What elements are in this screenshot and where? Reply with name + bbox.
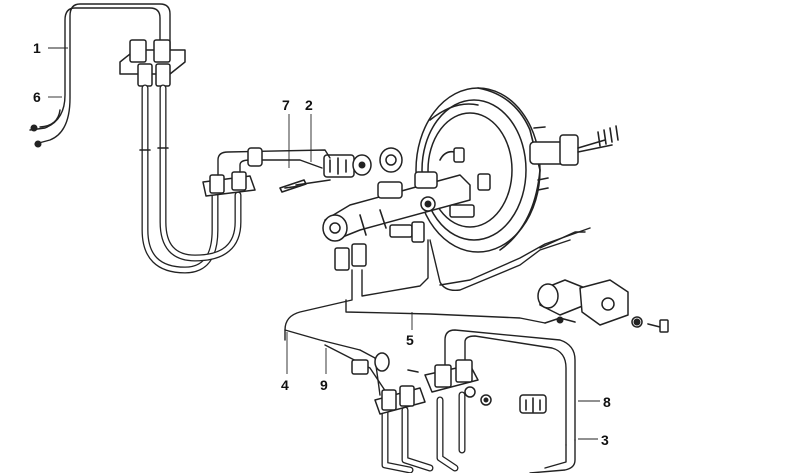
pressure-regulator xyxy=(537,279,669,333)
brake-booster xyxy=(415,87,619,253)
master-cylinder xyxy=(322,171,471,242)
brake-pipes-7-2 xyxy=(217,147,331,193)
callout-6: 6 xyxy=(33,89,41,105)
brake-pipes-lower xyxy=(284,204,591,351)
leader-lines xyxy=(48,47,600,440)
hose-bracket-upper xyxy=(119,39,186,87)
callout-5: 5 xyxy=(406,332,414,348)
hose-bracket-lower xyxy=(351,352,547,415)
flex-hoses-left xyxy=(139,84,242,274)
callout-2: 2 xyxy=(305,97,313,113)
callout-8: 8 xyxy=(603,394,611,410)
reservoir-grommets xyxy=(323,147,403,178)
callout-4: 4 xyxy=(281,377,289,393)
callout-7: 7 xyxy=(282,97,290,113)
brake-pipe-loop-upper xyxy=(29,3,171,148)
brake-pipe-loop-lower xyxy=(324,329,576,473)
callout-3: 3 xyxy=(601,432,609,448)
callout-1: 1 xyxy=(33,40,41,56)
callout-9: 9 xyxy=(320,377,328,393)
hose-bracket-mid xyxy=(202,171,256,197)
flex-hoses-lower xyxy=(381,391,466,473)
